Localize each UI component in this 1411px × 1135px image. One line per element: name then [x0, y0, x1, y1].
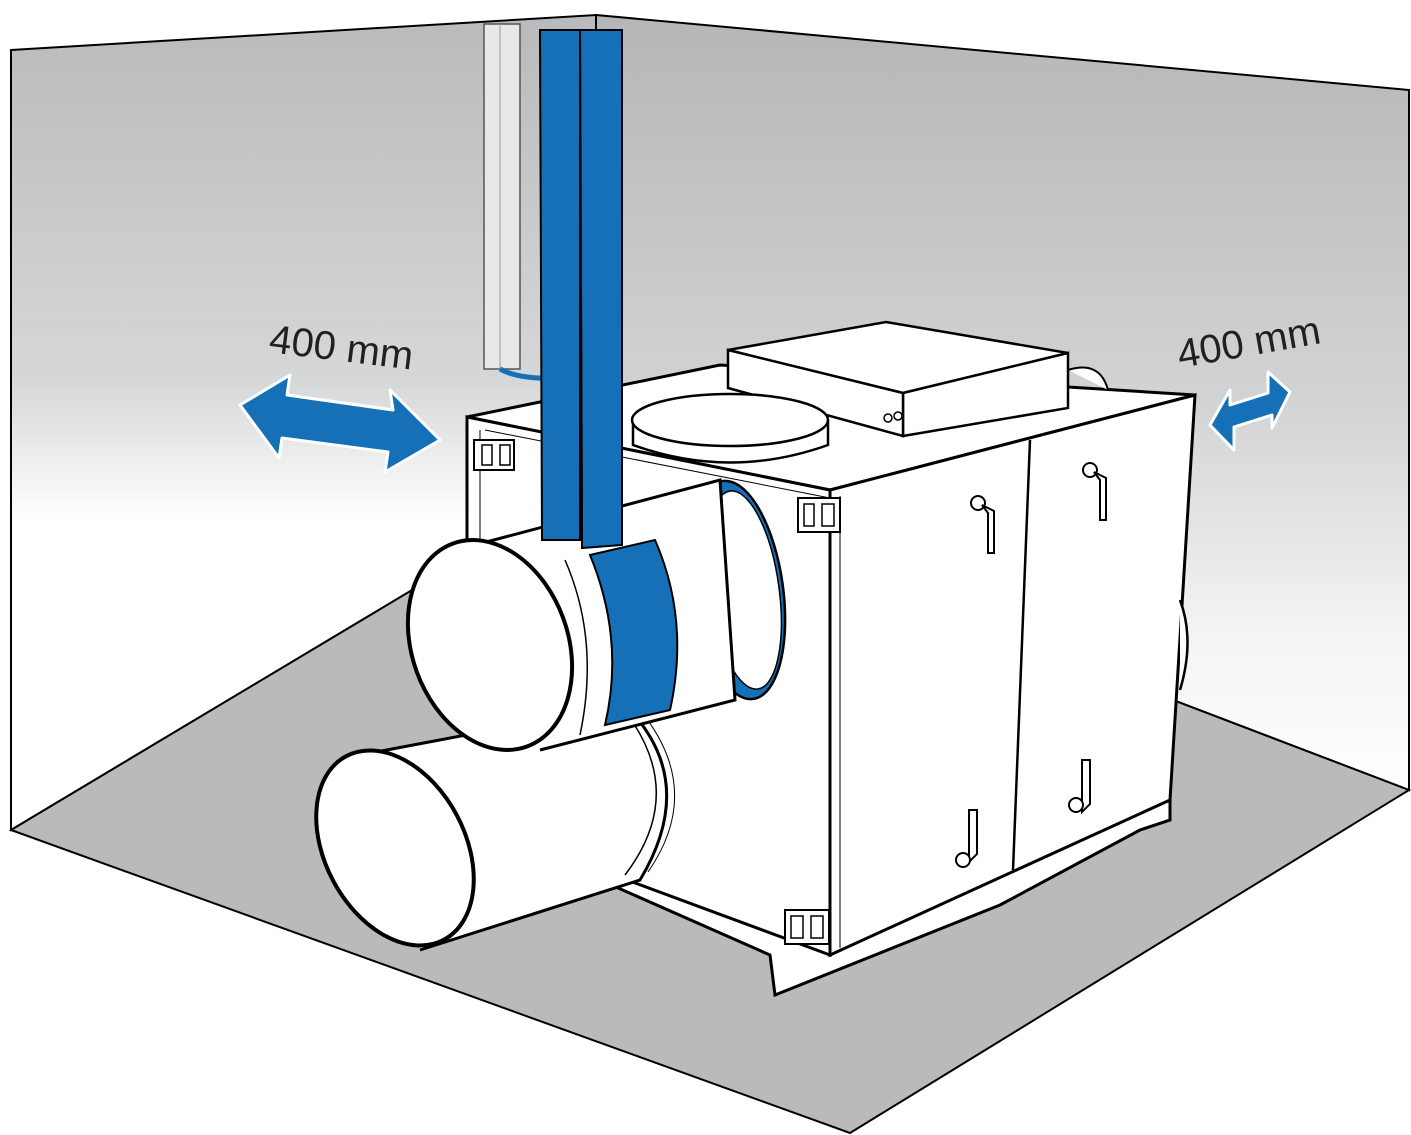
top-duct-spigot [630, 392, 830, 464]
control-box-side [726, 348, 905, 438]
door-handle-icon [1068, 759, 1091, 815]
screw-icon [883, 413, 893, 423]
door-handle-icon [970, 495, 995, 554]
hanging-strap [538, 29, 623, 550]
door-handle-icon [955, 809, 978, 868]
ducts [314, 29, 787, 952]
door-handle-icon [1082, 462, 1107, 521]
screw-icon [893, 411, 903, 421]
right-clearance-arrow-icon [1208, 370, 1292, 452]
upper-duct [405, 478, 787, 752]
left-clearance-arrow-icon [238, 373, 442, 474]
hinge-icon [797, 497, 841, 533]
unit-front-face [828, 393, 1197, 958]
hinge-icon [784, 909, 830, 945]
lower-duct [314, 703, 675, 952]
hinge-icon [473, 439, 515, 471]
